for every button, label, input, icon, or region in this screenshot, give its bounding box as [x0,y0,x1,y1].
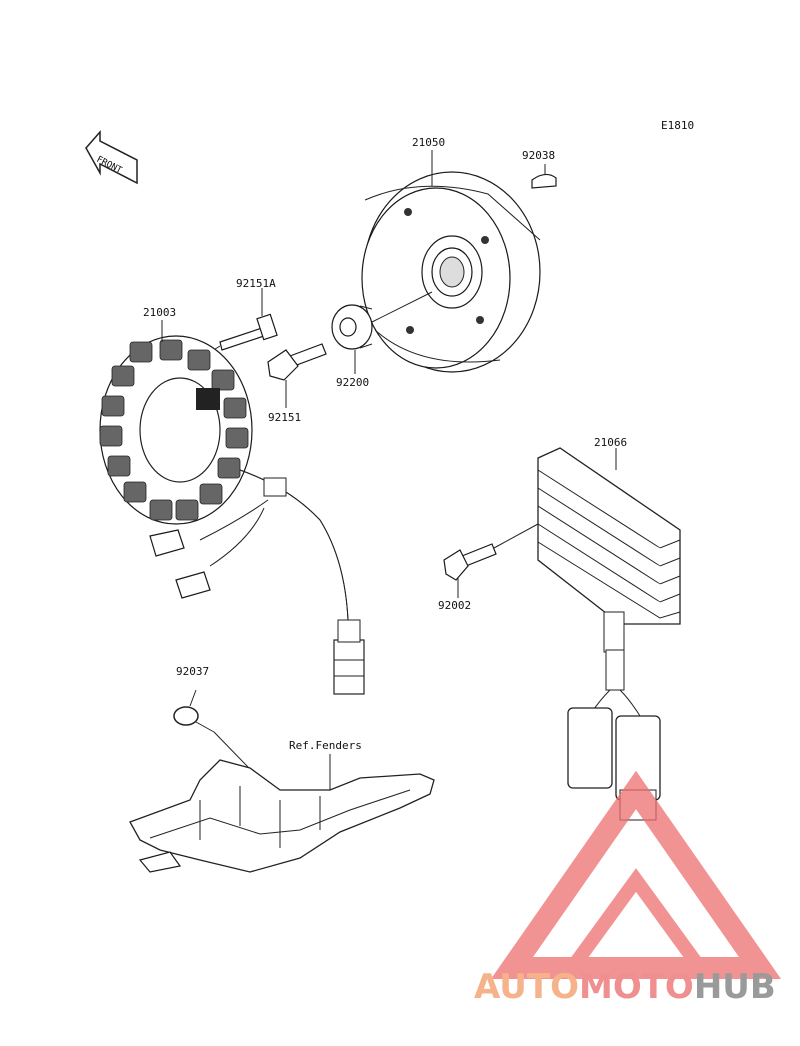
bolt-part [267,343,327,381]
regulator-bolt-part [443,543,497,581]
washer-part [331,304,373,350]
watermark-part2: MOTO [579,967,694,1007]
label-bolt: 92151 [268,411,301,424]
label-ref-fenders: Ref.Fenders [289,739,362,752]
label-bolt-a: 92151A [236,277,276,290]
label-clamp: 92037 [176,665,209,678]
watermark-logo [490,770,782,979]
fender-part [129,759,435,873]
flywheel-part [361,171,541,373]
label-key: 92038 [522,149,555,162]
bolt-a-part [203,313,278,357]
label-flywheel: 21050 [412,136,445,149]
label-stator: 21003 [143,306,176,319]
watermark-text: AUTOMOTOHUB [474,967,776,1007]
stator-part [99,335,365,695]
clamp-part [173,706,215,733]
label-regulator-bolt: 92002 [438,599,471,612]
regulator-part [537,447,681,821]
watermark-part1: AUTO [474,967,579,1007]
watermark-part3: HUB [694,967,776,1007]
diagram-code: E1810 [661,119,694,132]
key-part [531,173,557,189]
label-regulator: 21066 [594,436,627,449]
front-arrow-icon: FRONT [85,130,138,185]
label-washer: 92200 [336,376,369,389]
